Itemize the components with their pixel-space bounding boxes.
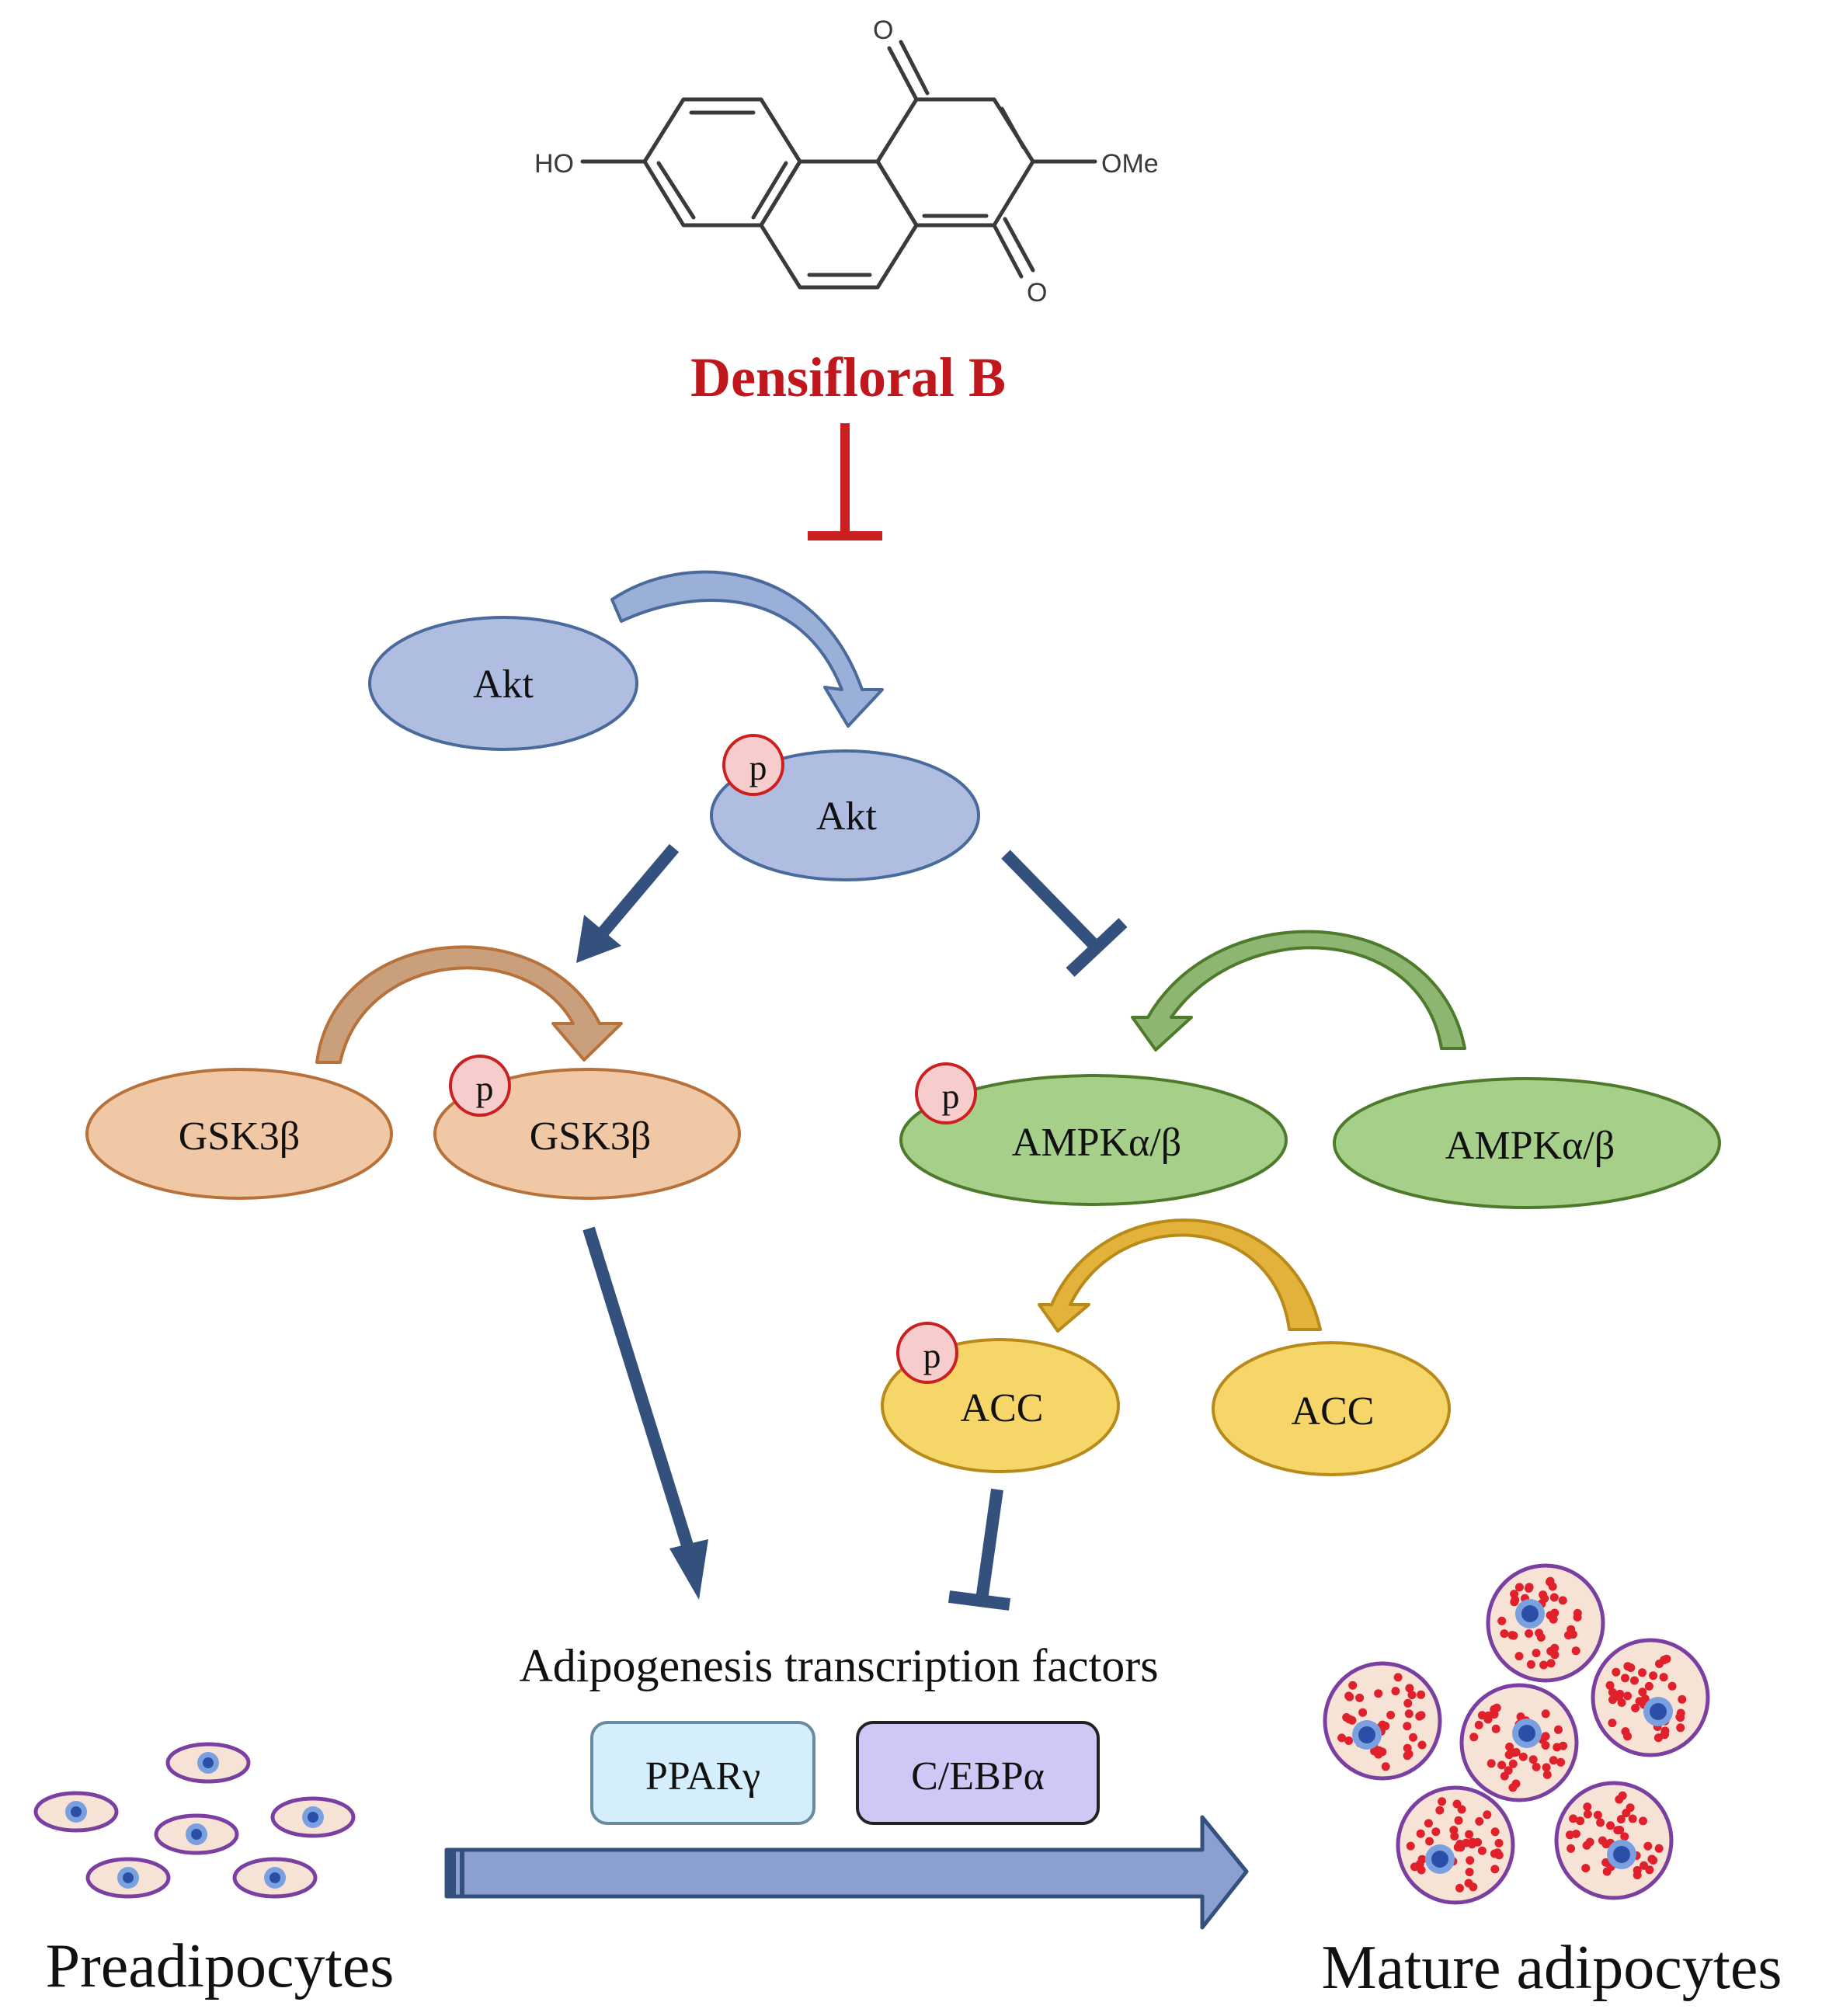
p-acc-phospho-badge: [896, 1322, 958, 1384]
ampk-label: AMPKα/β: [1445, 1124, 1615, 1168]
pparg-box: [590, 1721, 815, 1825]
preadipocyte-cell: [85, 1857, 171, 1899]
preadipocyte-cell: [165, 1742, 251, 1784]
gsk3b-node: [85, 1068, 393, 1200]
p-gsk3b-phospho-label: p: [476, 1069, 494, 1108]
differentiation-arrow: [444, 1815, 1249, 1930]
acc-inhibits-tf: [975, 1488, 1003, 1601]
mature-adipocytes-label: Mature adipocytes: [1321, 1934, 1782, 2002]
densifloral-b-structure: [580, 40, 1097, 290]
differentiation-arrow-tail-bar-2: [460, 1850, 464, 1896]
mature-adipocyte-cell: [1396, 1785, 1515, 1905]
p-gsk3b-label: GSK3β: [530, 1114, 651, 1159]
preadipocyte-cluster: [33, 1742, 356, 1899]
p-ampk-phospho-badge: [915, 1062, 977, 1124]
p-akt-phospho-label: p: [749, 748, 767, 787]
preadipocyte-cell: [232, 1857, 318, 1899]
mature-adipocyte-cluster: [1323, 1563, 1710, 1905]
ring-a: [642, 97, 802, 228]
preadipocyte-cell: [270, 1796, 356, 1838]
ring-c: [875, 97, 1035, 228]
akt-phosphorylation-arrow: [610, 570, 884, 728]
mature-adipocyte-cell: [1554, 1781, 1674, 1900]
compound-name: Densifloral B: [690, 346, 1006, 408]
gsk3b-to-tf-arrow: [582, 1226, 694, 1548]
gsk3b-to-tf-arrowhead: [669, 1539, 708, 1600]
p-gsk3b-node: [433, 1068, 741, 1200]
tf-heading: Adipogenesis transcription factors: [519, 1640, 1158, 1691]
methoxy-label: OMe: [1101, 149, 1159, 179]
akt-inhibits-ampk: [1001, 850, 1101, 952]
mature-adipocyte-cell: [1486, 1563, 1605, 1683]
densifloral-inhibition-symbol: [808, 423, 882, 540]
mature-adipocyte-cell: [1591, 1638, 1710, 1757]
p-gsk3b-phospho-badge: [449, 1055, 511, 1117]
gsk3b-label: GSK3β: [179, 1114, 300, 1159]
p-ampk-label: AMPKα/β: [1012, 1121, 1181, 1165]
akt-ampk-inhibition-bar: [1066, 918, 1128, 977]
p-akt-label: Akt: [816, 794, 878, 839]
pparg-label: PPARγ: [645, 1754, 760, 1799]
acc-phosphorylation-arrow: [1038, 1218, 1322, 1333]
mature-adipocyte-cell: [1323, 1661, 1442, 1781]
ampk-phosphorylation-arrow: [1131, 930, 1466, 1051]
cebpa-box: [856, 1721, 1100, 1825]
p-akt-phospho-badge: [722, 734, 784, 796]
gsk3b-phosphorylation-arrow: [315, 945, 623, 1064]
preadipocyte-cell: [33, 1791, 119, 1833]
ring-b: [759, 159, 919, 290]
p-ampk-phospho-label: p: [942, 1076, 960, 1116]
acc-node: [1212, 1341, 1451, 1476]
acc-label: ACC: [1292, 1389, 1375, 1434]
mature-adipocyte-cell: [1459, 1683, 1579, 1802]
cebpa-label: C/EBPα: [911, 1754, 1045, 1799]
p-acc-label: ACC: [961, 1386, 1044, 1430]
preadipocyte-cell: [154, 1813, 239, 1855]
hydroxyl-label: HO: [534, 149, 574, 179]
akt-to-gsk3b-arrowhead: [576, 915, 621, 963]
p-acc-phospho-label: p: [923, 1336, 941, 1375]
preadipocytes-label: Preadipocytes: [46, 1932, 395, 2000]
acc-tf-inhibition-bar: [948, 1590, 1011, 1611]
akt-label: Akt: [473, 662, 534, 707]
carbonyl-oxygen-top: O: [873, 16, 893, 45]
differentiation-arrow-tail-bar-1: [447, 1850, 456, 1896]
akt-to-gsk3b-arrow: [585, 843, 680, 952]
akt-node: [368, 616, 638, 751]
ampk-node: [1333, 1077, 1721, 1209]
p-ampk-node: [899, 1074, 1288, 1206]
carbonyl-oxygen-bottom: O: [1027, 278, 1047, 308]
